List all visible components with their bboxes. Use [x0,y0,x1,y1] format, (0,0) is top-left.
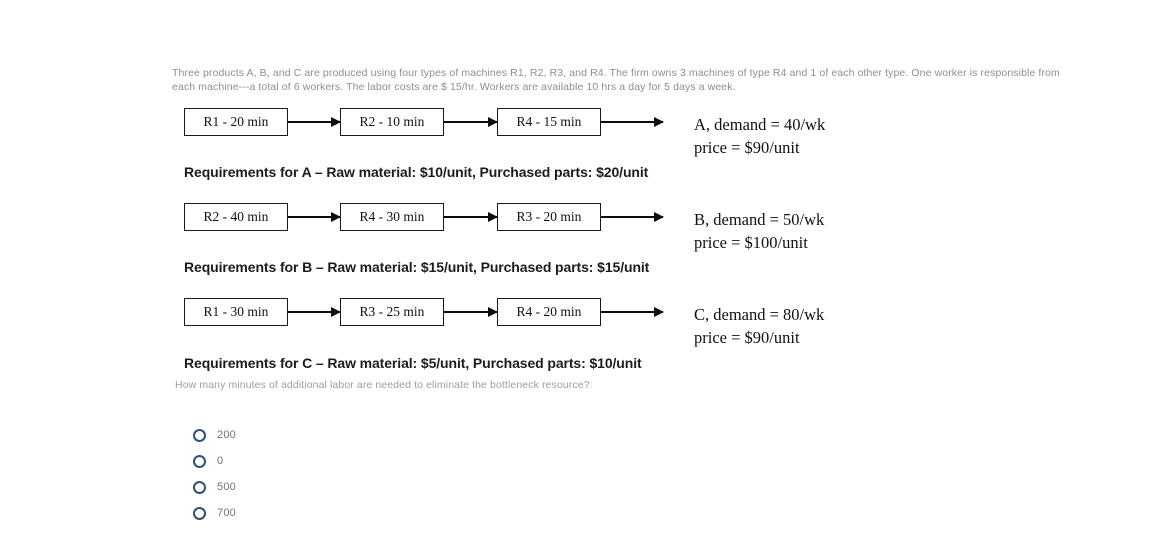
process-step-box: R1 - 30 min [184,298,288,326]
radio-button-icon[interactable] [193,454,206,468]
process-flow-row-c: R1 - 30 min R3 - 25 min R4 - 20 min [184,298,664,330]
answer-option[interactable]: 0 [193,448,236,474]
radio-button-icon[interactable] [193,506,206,520]
product-price-line: price = $90/unit [694,138,800,157]
process-flow-row-a: R1 - 20 min R2 - 10 min R4 - 15 min [184,108,664,140]
answer-option-label: 700 [217,507,237,519]
requirements-line-c: Requirements for C – Raw material: $5/un… [184,355,642,371]
product-price-line: price = $90/unit [694,328,800,347]
radio-button-icon[interactable] [193,428,206,442]
problem-intro-text: Three products A, B, and C are produced … [172,67,1060,93]
process-step-box: R2 - 40 min [184,203,288,231]
flow-arrow-icon [444,307,498,317]
answer-option[interactable]: 200 [193,422,236,448]
flow-arrow-icon [444,117,498,127]
answer-option-label: 500 [217,481,237,493]
process-step-box: R4 - 15 min [497,108,601,136]
product-output-a: A, demand = 40/wk price = $90/unit [694,113,825,159]
flow-arrow-icon [288,117,341,127]
radio-button-icon[interactable] [193,480,206,494]
requirements-line-b: Requirements for B – Raw material: $15/u… [184,259,650,275]
question-prompt: How many minutes of additional labor are… [175,379,590,391]
product-output-b: B, demand = 50/wk price = $100/unit [694,208,824,254]
flow-arrow-icon [601,212,664,222]
answer-option-label: 0 [217,455,224,467]
answer-options-list: 200 0 500 700 [193,422,236,526]
process-step-box: R3 - 25 min [340,298,444,326]
product-price-line: price = $100/unit [694,233,808,252]
answer-option[interactable]: 500 [193,474,236,500]
process-step-box: R2 - 10 min [340,108,444,136]
answer-option[interactable]: 700 [193,500,236,526]
flow-arrow-icon [601,307,664,317]
requirements-line-a: Requirements for A – Raw material: $10/u… [184,164,649,180]
answer-option-label: 200 [217,429,237,441]
process-step-box: R1 - 20 min [184,108,288,136]
flow-arrow-icon [288,212,341,222]
flow-arrow-icon [444,212,498,222]
flow-arrow-icon [288,307,341,317]
process-flow-row-b: R2 - 40 min R4 - 30 min R3 - 20 min [184,203,664,235]
process-step-box: R3 - 20 min [497,203,601,231]
product-demand-line: A, demand = 40/wk [694,115,826,134]
product-output-c: C, demand = 80/wk price = $90/unit [694,303,824,349]
process-step-box: R4 - 30 min [340,203,444,231]
product-demand-line: C, demand = 80/wk [694,305,825,324]
process-step-box: R4 - 20 min [497,298,601,326]
flow-arrow-icon [601,117,664,127]
product-demand-line: B, demand = 50/wk [694,210,825,229]
